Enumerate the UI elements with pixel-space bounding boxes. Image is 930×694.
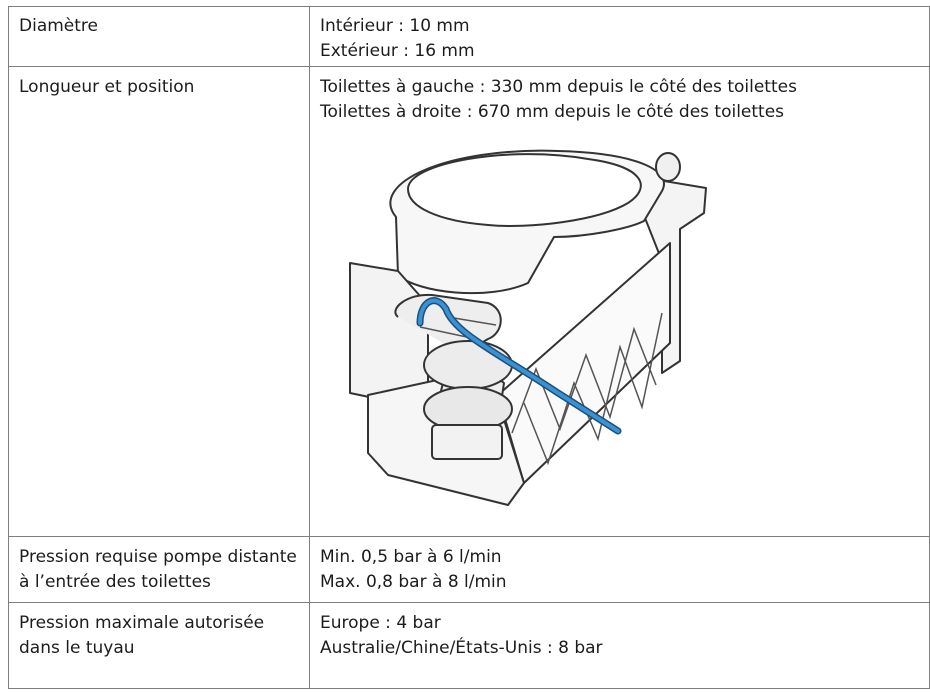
toilet-hose-diagram-icon [349,149,707,506]
value-line: Europe : 4 bar [320,613,441,633]
spec-table: Diamètre Intérieur : 10 mm Extérieur : 1… [8,6,930,689]
table-row: Pression maximale autorisée dans le tuya… [8,602,930,689]
table-row: Longueur et position Toilettes à gauche … [8,66,930,537]
value-line: Max. 0,8 bar à 8 l/min [320,572,507,592]
label-line: à l’entrée des toilettes [19,572,211,592]
value-line: Toilettes à gauche : 330 mm depuis le cô… [320,77,797,97]
value-line: Intérieur : 10 mm [320,16,470,36]
value-line: Min. 0,5 bar à 6 l/min [320,547,502,567]
label-line: Pression maximale autorisée [19,613,265,633]
row-label: Longueur et position [8,66,310,537]
value-line: Toilettes à droite : 670 mm depuis le cô… [320,102,785,122]
table-row: Pression requise pompe distante à l’entr… [8,536,930,603]
label-line: dans le tuyau [19,638,135,658]
row-label: Pression requise pompe distante à l’entr… [8,536,310,603]
label-line: Pression requise pompe distante [19,547,297,567]
label-line: Diamètre [19,16,98,36]
row-value: Europe : 4 bar Australie/Chine/États-Uni… [309,602,930,689]
row-label: Diamètre [8,6,310,67]
row-label: Pression maximale autorisée dans le tuya… [8,602,310,689]
row-value: Intérieur : 10 mm Extérieur : 16 mm [309,6,930,67]
value-line: Australie/Chine/États-Unis : 8 bar [320,638,603,658]
row-value: Min. 0,5 bar à 6 l/min Max. 0,8 bar à 8 … [309,536,930,603]
label-line: Longueur et position [19,77,195,97]
value-line: Extérieur : 16 mm [320,41,475,61]
row-value: Toilettes à gauche : 330 mm depuis le cô… [309,66,930,537]
table-row: Diamètre Intérieur : 10 mm Extérieur : 1… [8,6,930,67]
